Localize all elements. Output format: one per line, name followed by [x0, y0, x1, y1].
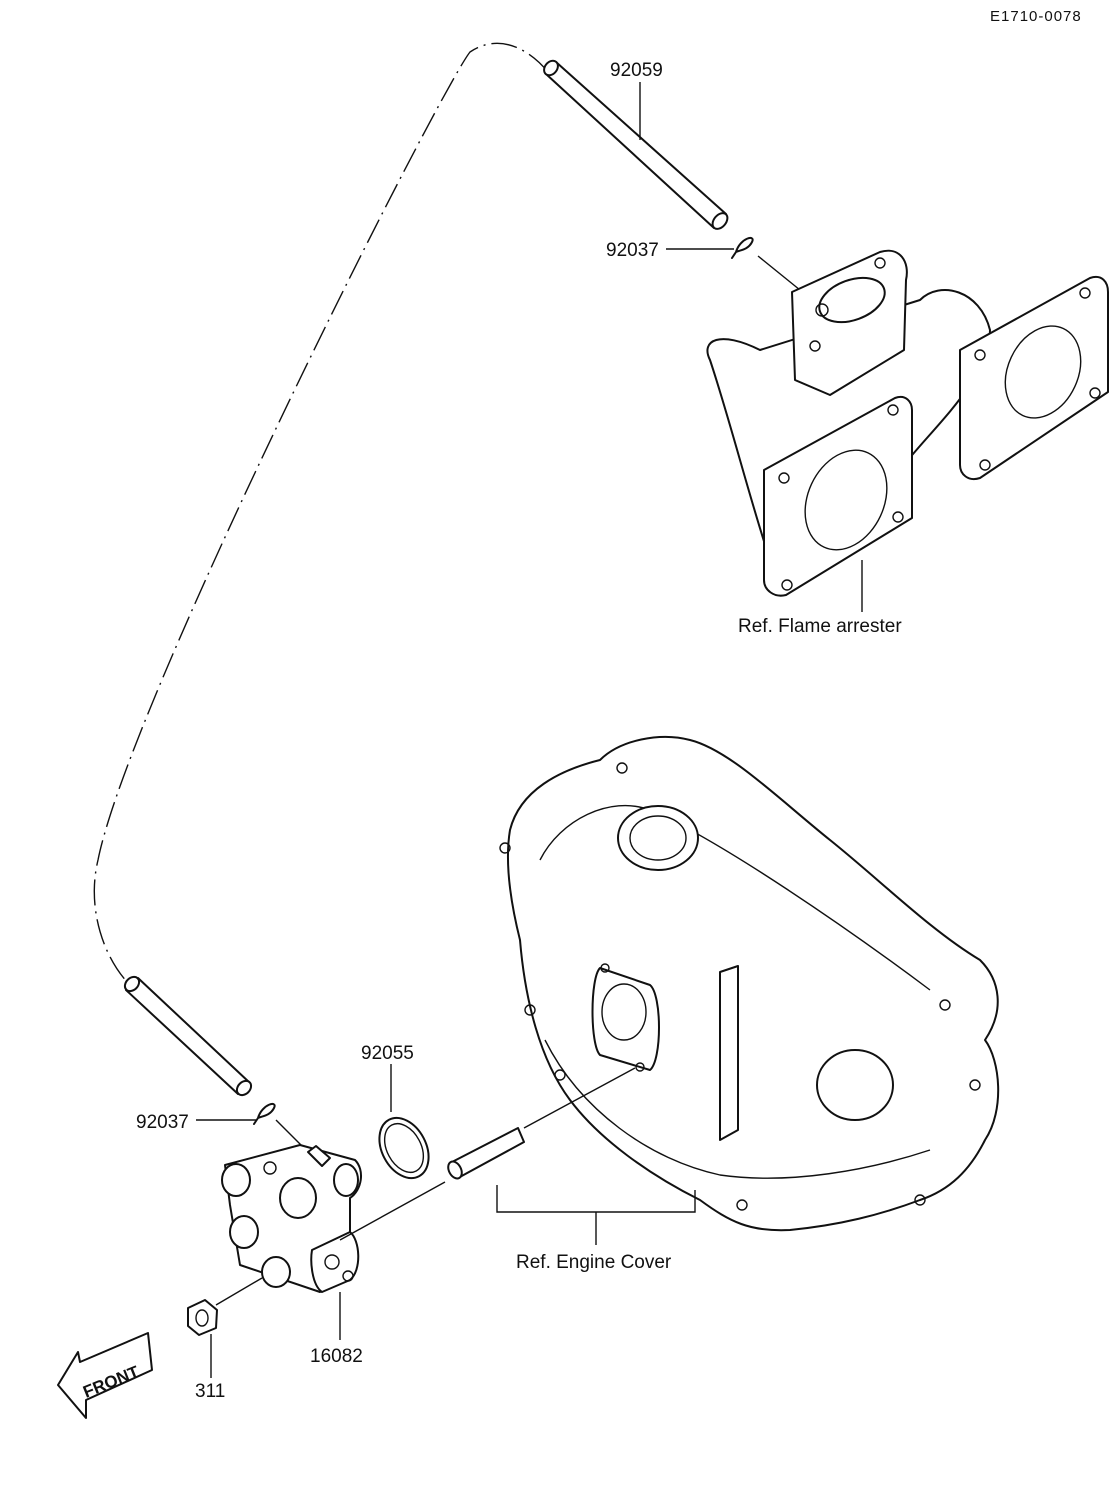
hose-routing-line	[93, 42, 549, 986]
hose-lower	[123, 975, 253, 1097]
part-label-92037-bottom: 92037	[136, 1112, 189, 1133]
oring-92055	[378, 1116, 430, 1180]
drawing-code: E1710-0078	[990, 8, 1082, 25]
clamp-92037-top	[731, 236, 754, 259]
nut-to-valve-line	[215, 1277, 263, 1306]
part-label-311: 311	[195, 1381, 225, 1402]
part-label-92055: 92055	[361, 1043, 414, 1064]
stud-to-cover-line	[523, 1067, 636, 1129]
valve-16082	[221, 1144, 362, 1293]
ref-flame-arrester: Ref. Flame arrester	[738, 616, 902, 637]
ref-engine-cover: Ref. Engine Cover	[516, 1252, 672, 1273]
part-label-92059: 92059	[610, 60, 663, 81]
part-label-16082: 16082	[310, 1346, 363, 1367]
flame-arrester	[706, 249, 1109, 597]
hose-92059	[543, 59, 729, 230]
part-label-92037-top: 92037	[606, 240, 659, 261]
nut-311	[187, 1299, 218, 1336]
stud	[447, 1127, 525, 1180]
front-arrow: FRONT	[57, 1332, 153, 1419]
clamp-92037-bottom	[253, 1102, 276, 1125]
bracket-engine-cover	[496, 1185, 696, 1213]
engine-cover	[499, 735, 1000, 1232]
valve-to-stud-line	[339, 1181, 446, 1241]
clamp-to-fitting-line	[757, 255, 801, 291]
